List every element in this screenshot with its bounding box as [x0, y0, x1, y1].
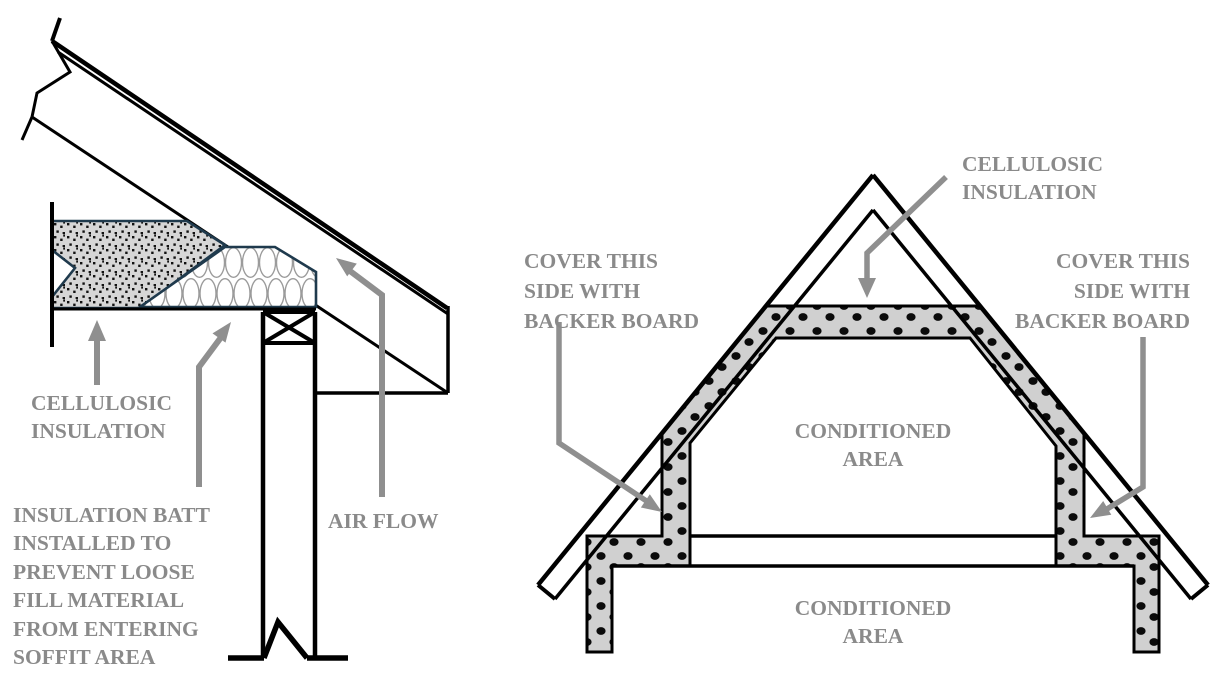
cellulosic-label-line2: INSULATION: [31, 419, 166, 443]
attic-cross-section-diagram: CELLULOSIC INSULATION COVER THIS SIDE WI…: [524, 152, 1210, 654]
conditioned-attic-label-line1: CONDITIONED: [795, 419, 952, 443]
cover-right-label-line2: SIDE WITH: [1074, 279, 1190, 303]
air-flow-arrow: [336, 258, 385, 497]
cover-right-label-line3: BACKER BOARD: [1015, 309, 1190, 333]
batt-label-line3: PREVENT LOOSE: [13, 560, 195, 584]
cellulosic-pointer-arrow: [88, 320, 106, 385]
conditioned-lower-label-line1: CONDITIONED: [795, 596, 952, 620]
air-flow-label: AIR FLOW: [328, 509, 439, 533]
batt-label-line4: FILL MATERIAL: [13, 588, 184, 612]
cover-left-label-line1: COVER THIS: [524, 249, 658, 273]
cellulosic-label-line1: CELLULOSIC: [31, 391, 172, 415]
eave-cap-right: [1189, 583, 1210, 601]
cellulosic-leader-arrow: [858, 175, 948, 298]
conditioned-attic-label-line2: AREA: [843, 447, 904, 471]
cover-left-label-line3: BACKER BOARD: [524, 309, 699, 333]
roof-sheathing-outer-line: [50, 39, 449, 310]
cover-left-label-line2: SIDE WITH: [524, 279, 640, 303]
conditioned-lower-label-line2: AREA: [843, 624, 904, 648]
eave-soffit-detail-diagram: CELLULOSIC INSULATION INSULATION BATT IN…: [13, 17, 450, 669]
cover-left-leader-arrow: [556, 322, 662, 512]
cellulosic-insulation-region: [585, 304, 1161, 654]
roof-outer-line-left: [536, 173, 875, 587]
wall-base-break: [228, 616, 348, 661]
batt-label-line6: SOFFIT AREA: [13, 645, 156, 669]
top-plate-cross-bracing: [261, 310, 317, 345]
roof-break-tail: [20, 116, 34, 141]
cover-right-leader-arrow: [1090, 337, 1146, 518]
rafter-inner-line-right: [871, 208, 1193, 601]
roof-outer-line-right: [871, 173, 1210, 587]
roof-break-top-line: [50, 17, 62, 42]
rafter-inner-line-left: [553, 208, 875, 601]
roof-sheathing-inner-line: [57, 50, 449, 316]
insulation-batt: [135, 245, 318, 309]
right-cellulosic-label-line1: CELLULOSIC: [962, 152, 1103, 176]
roof-break-zigzag: [30, 40, 73, 118]
eave-cap-left: [536, 583, 557, 601]
cover-right-label-line1: COVER THIS: [1056, 249, 1190, 273]
batt-pointer-arrow: [196, 322, 231, 487]
batt-label-line2: INSTALLED TO: [13, 531, 171, 555]
batt-label-line5: FROM ENTERING: [13, 617, 199, 641]
batt-label-line1: INSULATION BATT: [13, 503, 211, 527]
right-cellulosic-label-line2: INSULATION: [962, 180, 1097, 204]
